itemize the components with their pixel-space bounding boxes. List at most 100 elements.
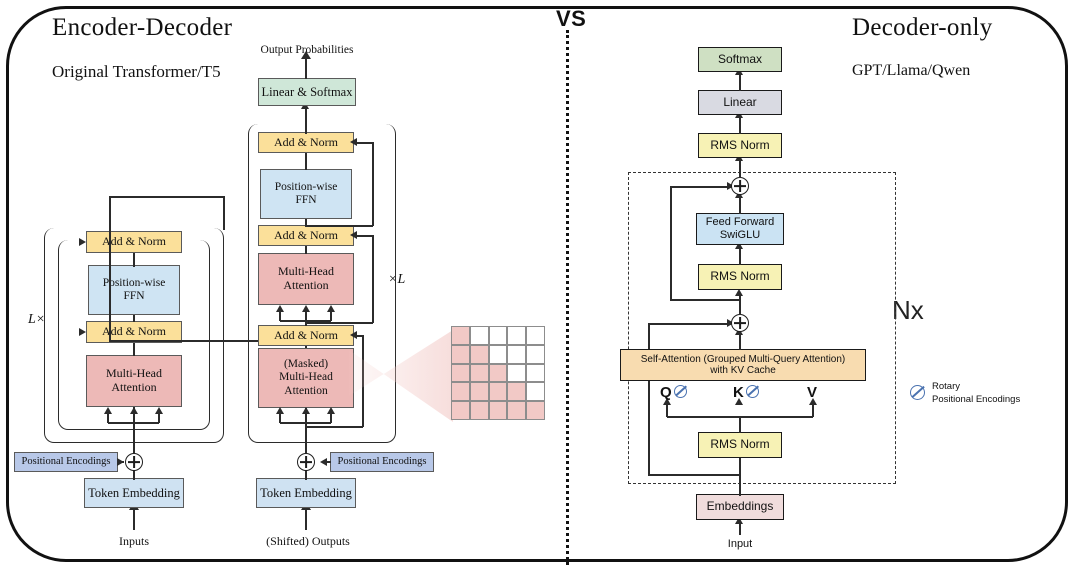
vertical-divider xyxy=(566,30,569,565)
decoder-cross-fan-line xyxy=(280,320,331,322)
decoder-emb-to-plus-line xyxy=(305,470,307,480)
page-title-decoder-only: Decoder-only xyxy=(852,14,993,41)
rotary-positional-encoding-icon-k xyxy=(746,385,759,398)
decoder-qkv-branch-right xyxy=(330,414,332,423)
subtitle-encoder-decoder: Original Transformer/T5 xyxy=(52,62,221,81)
decoder-residual-2-riser xyxy=(372,235,374,323)
decoder-residual-1-arrowhead xyxy=(350,331,357,339)
encoder-inner-residual-bracket xyxy=(58,240,210,430)
decoder-output-line xyxy=(305,57,307,79)
decoder-add-norm-1-block[interactable]: Add & Norm xyxy=(258,325,354,346)
decoder-residual-1-base xyxy=(305,426,363,428)
encoder-v-arrowhead xyxy=(155,407,163,414)
right-residual-inner-riser xyxy=(670,186,672,300)
self-attention-line-2: with KV Cache xyxy=(710,365,776,376)
mask-cell-r4-c2 xyxy=(488,401,508,420)
mask-cell-r1-c0 xyxy=(451,344,470,364)
mask-cell-r1-c1 xyxy=(469,344,489,364)
decoder-pe-line xyxy=(324,461,331,463)
right-softmax-block[interactable]: Softmax xyxy=(698,47,782,72)
encoder-qkv-fan-line xyxy=(108,422,159,424)
encoder-input-caption: Inputs xyxy=(119,534,149,548)
mask-cell-r0-c4 xyxy=(526,326,545,345)
right-rms-to-fan-line xyxy=(739,417,741,433)
encoder-pe-arrowhead xyxy=(117,458,124,466)
mask-cell-r2-c0 xyxy=(451,363,470,383)
right-rms-norm-preattn-block[interactable]: RMS Norm xyxy=(698,432,782,458)
decoder-pe-arrowhead xyxy=(320,458,327,466)
mask-projection-cone xyxy=(349,330,453,422)
decoder-cross-v-arrowhead xyxy=(327,305,335,312)
right-rms-norm-final-block[interactable]: RMS Norm xyxy=(698,133,782,158)
right-q-arrowhead xyxy=(663,398,671,405)
right-self-attention-block[interactable]: Self-Attention (Grouped Multi-Query Atte… xyxy=(620,349,866,381)
right-residual-add-icon-2 xyxy=(731,314,749,332)
mask-cell-r0-c2 xyxy=(488,326,508,345)
decoder-residual-3-entry xyxy=(354,142,373,144)
repeat-label-encoder-lx: L× xyxy=(28,312,46,327)
decoder-qkv-fan-line xyxy=(280,422,331,424)
decoder-v-arrowhead xyxy=(327,407,335,414)
mask-cell-r4-c0 xyxy=(451,401,470,420)
right-k-arrowhead xyxy=(735,398,743,405)
encoder-multi-head-attention-block[interactable]: Multi-Head Attention xyxy=(86,355,182,407)
right-embeddings-block[interactable]: Embeddings xyxy=(696,494,784,520)
encoder-q-arrowhead xyxy=(104,407,112,414)
legend-rotary-line-1: Rotary xyxy=(932,381,960,392)
qkv-label-k: K xyxy=(733,384,744,401)
encoder-token-embedding-block[interactable]: Token Embedding xyxy=(84,478,184,508)
encoder-outer-residual-bracket xyxy=(44,228,224,443)
decoder-residual-2-entry xyxy=(354,235,373,237)
vs-label: VS xyxy=(556,6,587,31)
decoder-token-embedding-block[interactable]: Token Embedding xyxy=(256,478,356,508)
encoder-qkv-branch-right xyxy=(158,414,160,423)
decoder-residual-3-base xyxy=(305,225,373,227)
decoder-residual-2-arrowhead xyxy=(350,231,357,239)
encoder-output-dropper xyxy=(109,196,111,342)
encoder-residual-1-arrowhead xyxy=(79,328,86,336)
right-plus1-to-rms3-line xyxy=(739,160,741,178)
right-input-caption: Input xyxy=(727,538,753,550)
decoder-qkv-branch-left xyxy=(279,414,281,423)
encoder-positional-encodings-block[interactable]: Positional Encodings xyxy=(14,452,118,472)
decoder-residual-2-base xyxy=(305,322,373,324)
right-residual-inner-entry xyxy=(670,186,731,188)
mask-cell-r4-c3 xyxy=(507,401,527,420)
encoder-position-wise-ffn-block[interactable]: Position-wise FFN xyxy=(88,265,180,315)
decoder-positional-encodings-block[interactable]: Positional Encodings xyxy=(330,452,434,472)
right-rms-norm-preffn-block[interactable]: RMS Norm xyxy=(698,264,782,290)
mask-cell-r1-c3 xyxy=(507,344,527,364)
decoder-cross-k-arrowhead xyxy=(302,305,310,312)
decoder-position-wise-ffn-block[interactable]: Position-wise FFN xyxy=(260,169,352,219)
right-residual-outer-riser xyxy=(648,323,650,475)
decoder-residual-1-entry xyxy=(354,335,363,337)
subtitle-decoder-only: GPT/Llama/Qwen xyxy=(852,62,971,79)
right-rms2-arrowhead xyxy=(735,289,743,296)
qkv-label-q: Q xyxy=(660,384,672,401)
page-title-encoder-decoder: Encoder-Decoder xyxy=(52,14,233,41)
decoder-cross-multi-head-attention-block[interactable]: Multi-Head Attention xyxy=(258,253,354,305)
decoder-linear-softmax-block[interactable]: Linear & Softmax xyxy=(258,78,356,106)
right-feed-forward-swiglu-block[interactable]: Feed Forward SwiGLU xyxy=(696,213,784,245)
mask-cell-r2-c4 xyxy=(526,363,545,383)
decoder-input-caption: (Shifted) Outputs xyxy=(266,534,350,548)
legend-rotary-line-2: Positional Encodings xyxy=(932,394,1021,405)
mask-cell-r3-c1 xyxy=(469,382,489,402)
mask-cell-r0-c0 xyxy=(451,326,470,345)
right-linear-block[interactable]: Linear xyxy=(698,90,782,115)
decoder-masked-multi-head-attention-block[interactable]: (Masked) Multi-Head Attention xyxy=(258,348,354,408)
mask-cell-r2-c3 xyxy=(507,363,527,383)
encoder-input-line xyxy=(133,508,135,530)
mask-cell-r2-c1 xyxy=(469,363,489,383)
decoder-add-norm-2-block[interactable]: Add & Norm xyxy=(258,225,354,246)
decoder-output-arrowhead xyxy=(301,51,311,59)
decoder-k-arrowhead xyxy=(302,407,310,414)
rotary-positional-encoding-icon-legend xyxy=(910,385,925,400)
decoder-add-norm-3-block[interactable]: Add & Norm xyxy=(258,132,354,153)
repeat-label-nx: Nx xyxy=(892,295,924,325)
encoder-qkv-branch-left xyxy=(107,414,109,423)
right-input-line xyxy=(739,523,741,535)
encoder-add-norm-2-block[interactable]: Add & Norm xyxy=(86,231,182,253)
encoder-emb-to-plus-line xyxy=(133,470,135,480)
